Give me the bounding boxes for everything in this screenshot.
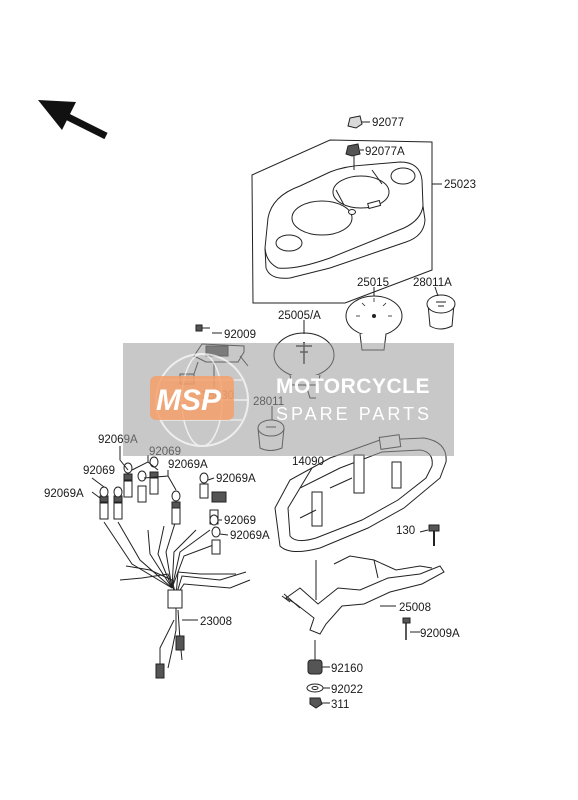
label-25015: 25015 xyxy=(357,277,389,289)
watermark-logo: MSP xyxy=(156,384,222,417)
label-25008: 25008 xyxy=(399,602,431,614)
meter-bracket-25008 xyxy=(281,555,445,635)
screw-130 xyxy=(428,524,440,546)
temp-gauge-window xyxy=(390,167,416,185)
label-92069A-right: 92069A xyxy=(216,473,256,485)
label-92022: 92022 xyxy=(331,684,363,696)
label-92069A-left: 92069A xyxy=(44,488,84,500)
label-23008: 23008 xyxy=(200,616,232,628)
label-130: 130 xyxy=(396,525,415,537)
tachometer-25015 xyxy=(345,295,403,351)
screw-92009A xyxy=(402,617,411,640)
label-92077A: 92077A xyxy=(365,146,405,158)
label-28011A: 28011A xyxy=(413,277,452,289)
label-92160: 92160 xyxy=(331,663,363,675)
label-25023: 25023 xyxy=(444,179,476,191)
fuel-gauge-window xyxy=(275,234,303,252)
watermark-subtitle: SPARE PARTS xyxy=(276,404,432,424)
label-311: 311 xyxy=(331,699,349,711)
damper-92160 xyxy=(307,640,323,675)
speedometer-window xyxy=(291,200,353,236)
nut-92077 xyxy=(347,115,363,129)
label-92069-lower: 92069 xyxy=(224,515,256,527)
watermark-title: MOTORCYCLE xyxy=(276,375,430,398)
label-92077: 92077 xyxy=(372,117,404,129)
watermark-logo-badge xyxy=(150,376,234,420)
label-25005A: 25005/A xyxy=(278,310,321,322)
watermark: MSP MOTORCYCLE SPARE PARTS xyxy=(123,343,454,456)
label-92009A: 92009A xyxy=(420,628,460,640)
label-92069A-mid: 92069A xyxy=(168,459,208,471)
label-92069-left: 92069 xyxy=(83,465,115,477)
nut-311 xyxy=(309,697,323,709)
wiring-harness-23008 xyxy=(99,456,251,679)
washer-92022 xyxy=(306,683,324,693)
grommet-92077A xyxy=(345,143,361,170)
meter-cover-assembly xyxy=(251,139,433,304)
tachometer-window xyxy=(332,175,390,209)
gauge-28011A xyxy=(426,294,456,330)
label-14090: 14090 xyxy=(292,456,324,468)
meter-cover-outline-box xyxy=(251,139,433,304)
label-92069A-lower: 92069A xyxy=(230,530,270,542)
label-92009: 92009 xyxy=(224,329,256,341)
front-direction-arrow-icon xyxy=(38,100,108,140)
